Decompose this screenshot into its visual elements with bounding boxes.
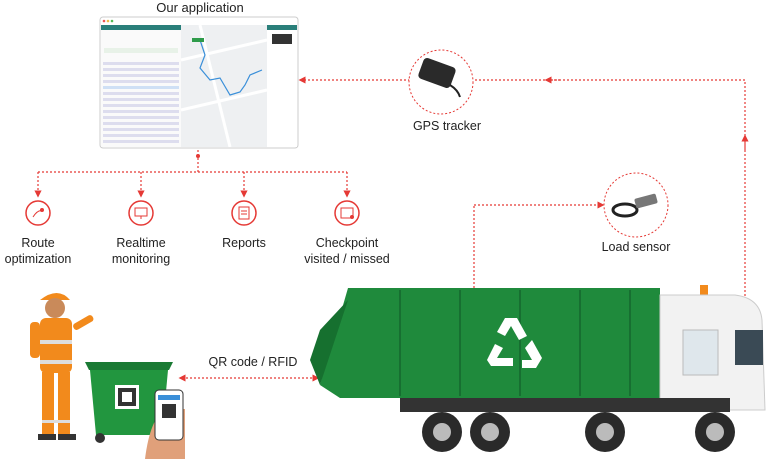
app-title: Our application: [156, 0, 244, 15]
feature-label: optimization: [4, 252, 72, 266]
gps-tracker-label: GPS tracker: [412, 119, 482, 133]
feature-reports: Reports: [222, 235, 266, 251]
load-sensor-label: Load sensor: [601, 240, 671, 254]
qr-rfid-label: QR code / RFID: [208, 355, 298, 369]
load-sensor-device: [603, 172, 669, 238]
monitor-icon: [128, 200, 154, 226]
waste-bin-illustration: [85, 362, 173, 443]
feature-route-optimization: Route optimization: [5, 235, 72, 267]
worker-illustration: [30, 293, 94, 440]
feature-label: visited / missed: [304, 252, 390, 266]
connector-lines: [34, 76, 749, 382]
feature-label: monitoring: [111, 252, 171, 266]
checkpoint-icon: [334, 200, 360, 226]
feature-realtime-monitoring: Realtime monitoring: [112, 235, 170, 267]
report-icon: [231, 200, 257, 226]
phone-scanning-illustration: [145, 389, 185, 459]
feature-label: Route: [21, 236, 55, 250]
route-icon: [25, 200, 51, 226]
feature-label: Reports: [222, 236, 266, 250]
gps-tracker-device: [408, 49, 474, 115]
garbage-truck-illustration: [310, 285, 766, 452]
recycle-icon: [487, 318, 542, 368]
app-screenshot: [99, 16, 299, 149]
feature-checkpoint: Checkpoint visited / missed: [304, 235, 389, 267]
feature-label: Realtime: [116, 236, 166, 250]
feature-label: Checkpoint: [315, 236, 379, 250]
